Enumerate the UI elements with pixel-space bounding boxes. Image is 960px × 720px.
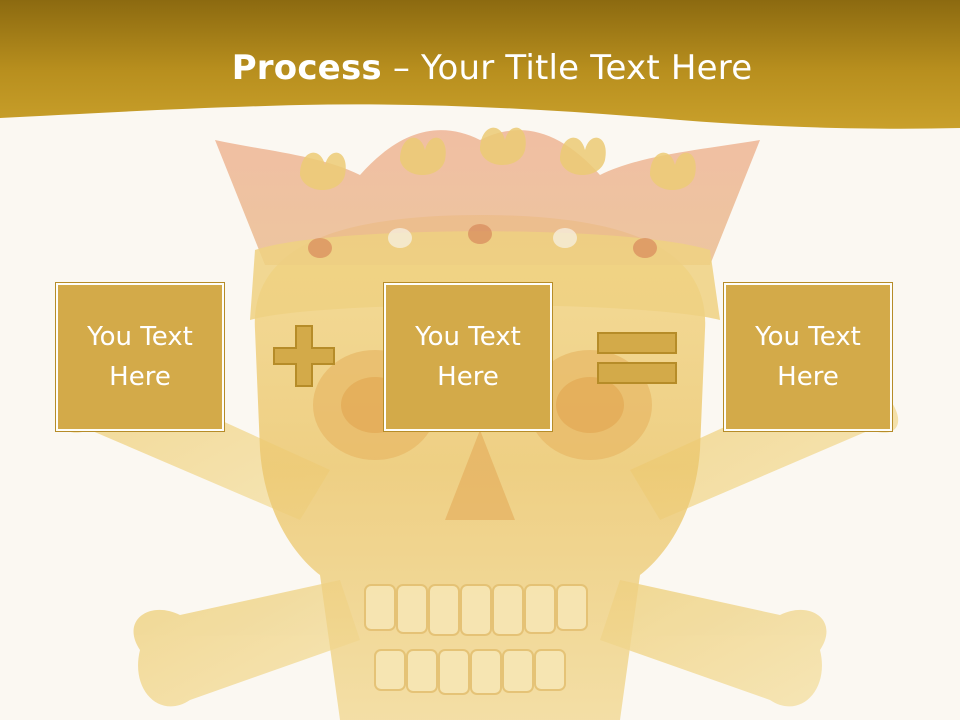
process-box-3[interactable]: You Text Here xyxy=(724,283,892,431)
title-bold: Process xyxy=(231,48,382,88)
header-band xyxy=(0,0,960,129)
plus-icon xyxy=(273,325,335,387)
slide-title: Process – Your Title Text Here xyxy=(0,48,960,88)
process-box-1[interactable]: You Text Here xyxy=(56,283,224,431)
process-box-2[interactable]: You Text Here xyxy=(384,283,552,431)
process-box-1-label: You Text Here xyxy=(87,322,193,392)
process-box-2-label: You Text Here xyxy=(415,322,521,392)
equals-icon xyxy=(597,332,677,384)
title-rest: – Your Title Text Here xyxy=(381,48,753,88)
process-box-3-label: You Text Here xyxy=(755,322,861,392)
